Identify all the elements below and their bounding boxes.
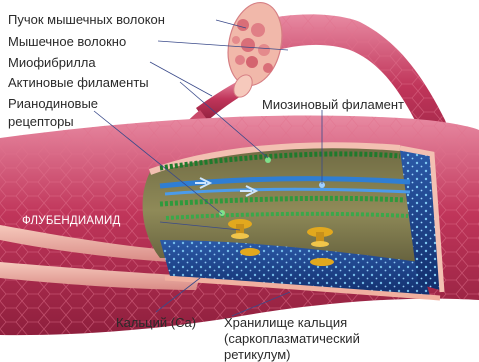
- label-muscle-bundle: Пучок мышечных волокон: [8, 12, 165, 27]
- label-flubendiamide: ФЛУБЕНДИАМИД: [22, 214, 121, 229]
- label-calcium: Кальций (Ca): [116, 315, 196, 330]
- label-myosin-filament: Миозиновый филамент: [262, 97, 404, 112]
- label-myofibril: Миофибрилла: [8, 55, 96, 70]
- label-ryanodine-receptors-line1: Рианодиновые: [8, 96, 98, 111]
- label-actin-filaments: Актиновые филаменты: [8, 75, 149, 90]
- label-ryanodine-receptors-line2: рецепторы: [8, 114, 74, 129]
- label-calcium-store-line3: ретикулум): [224, 347, 291, 362]
- fiber-cutaway: [143, 145, 442, 298]
- label-muscle-fiber: Мышечное волокно: [8, 34, 126, 49]
- label-calcium-store-line2: (саркоплазматический: [224, 331, 360, 346]
- label-calcium-store-line1: Хранилище кальция: [224, 315, 347, 330]
